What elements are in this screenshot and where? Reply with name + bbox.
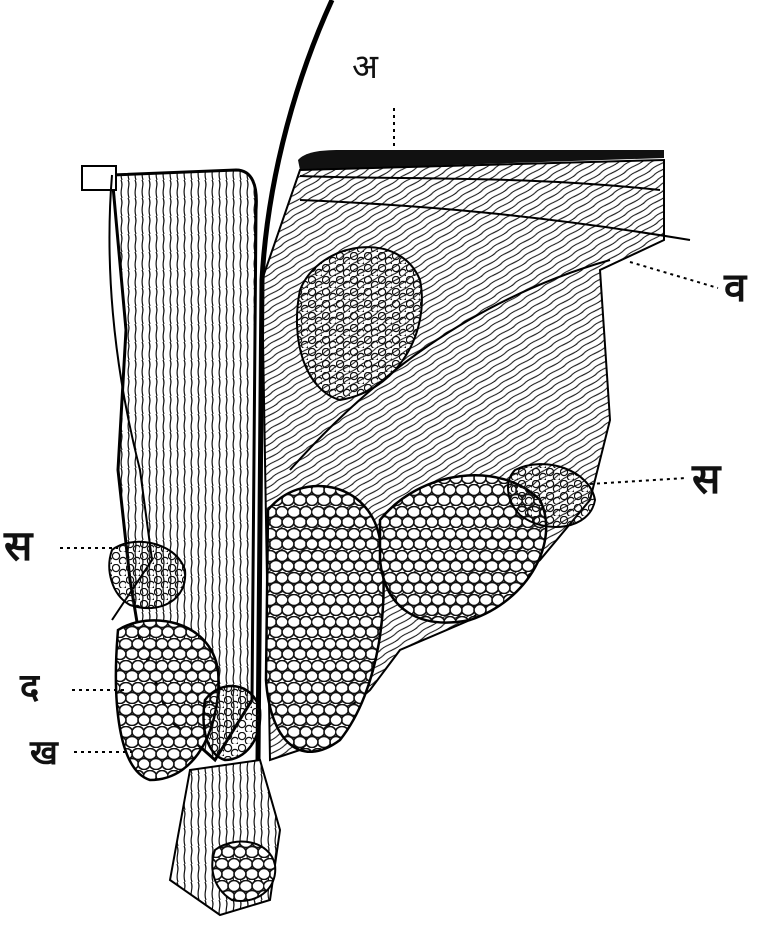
label-sa-right: स	[692, 458, 720, 500]
hair-bulb	[204, 686, 261, 760]
leader-sa-right	[590, 478, 686, 484]
label-sa-left: स	[4, 525, 32, 567]
label-da: द	[20, 670, 39, 706]
left-gland-lobules	[116, 620, 219, 780]
label-va: व	[724, 268, 746, 308]
label-kha: ख	[30, 736, 58, 770]
leader-va	[630, 262, 718, 288]
bottom-cell-cluster	[212, 842, 275, 901]
central-gland-lobules	[266, 486, 384, 752]
label-a: अ	[352, 50, 378, 84]
